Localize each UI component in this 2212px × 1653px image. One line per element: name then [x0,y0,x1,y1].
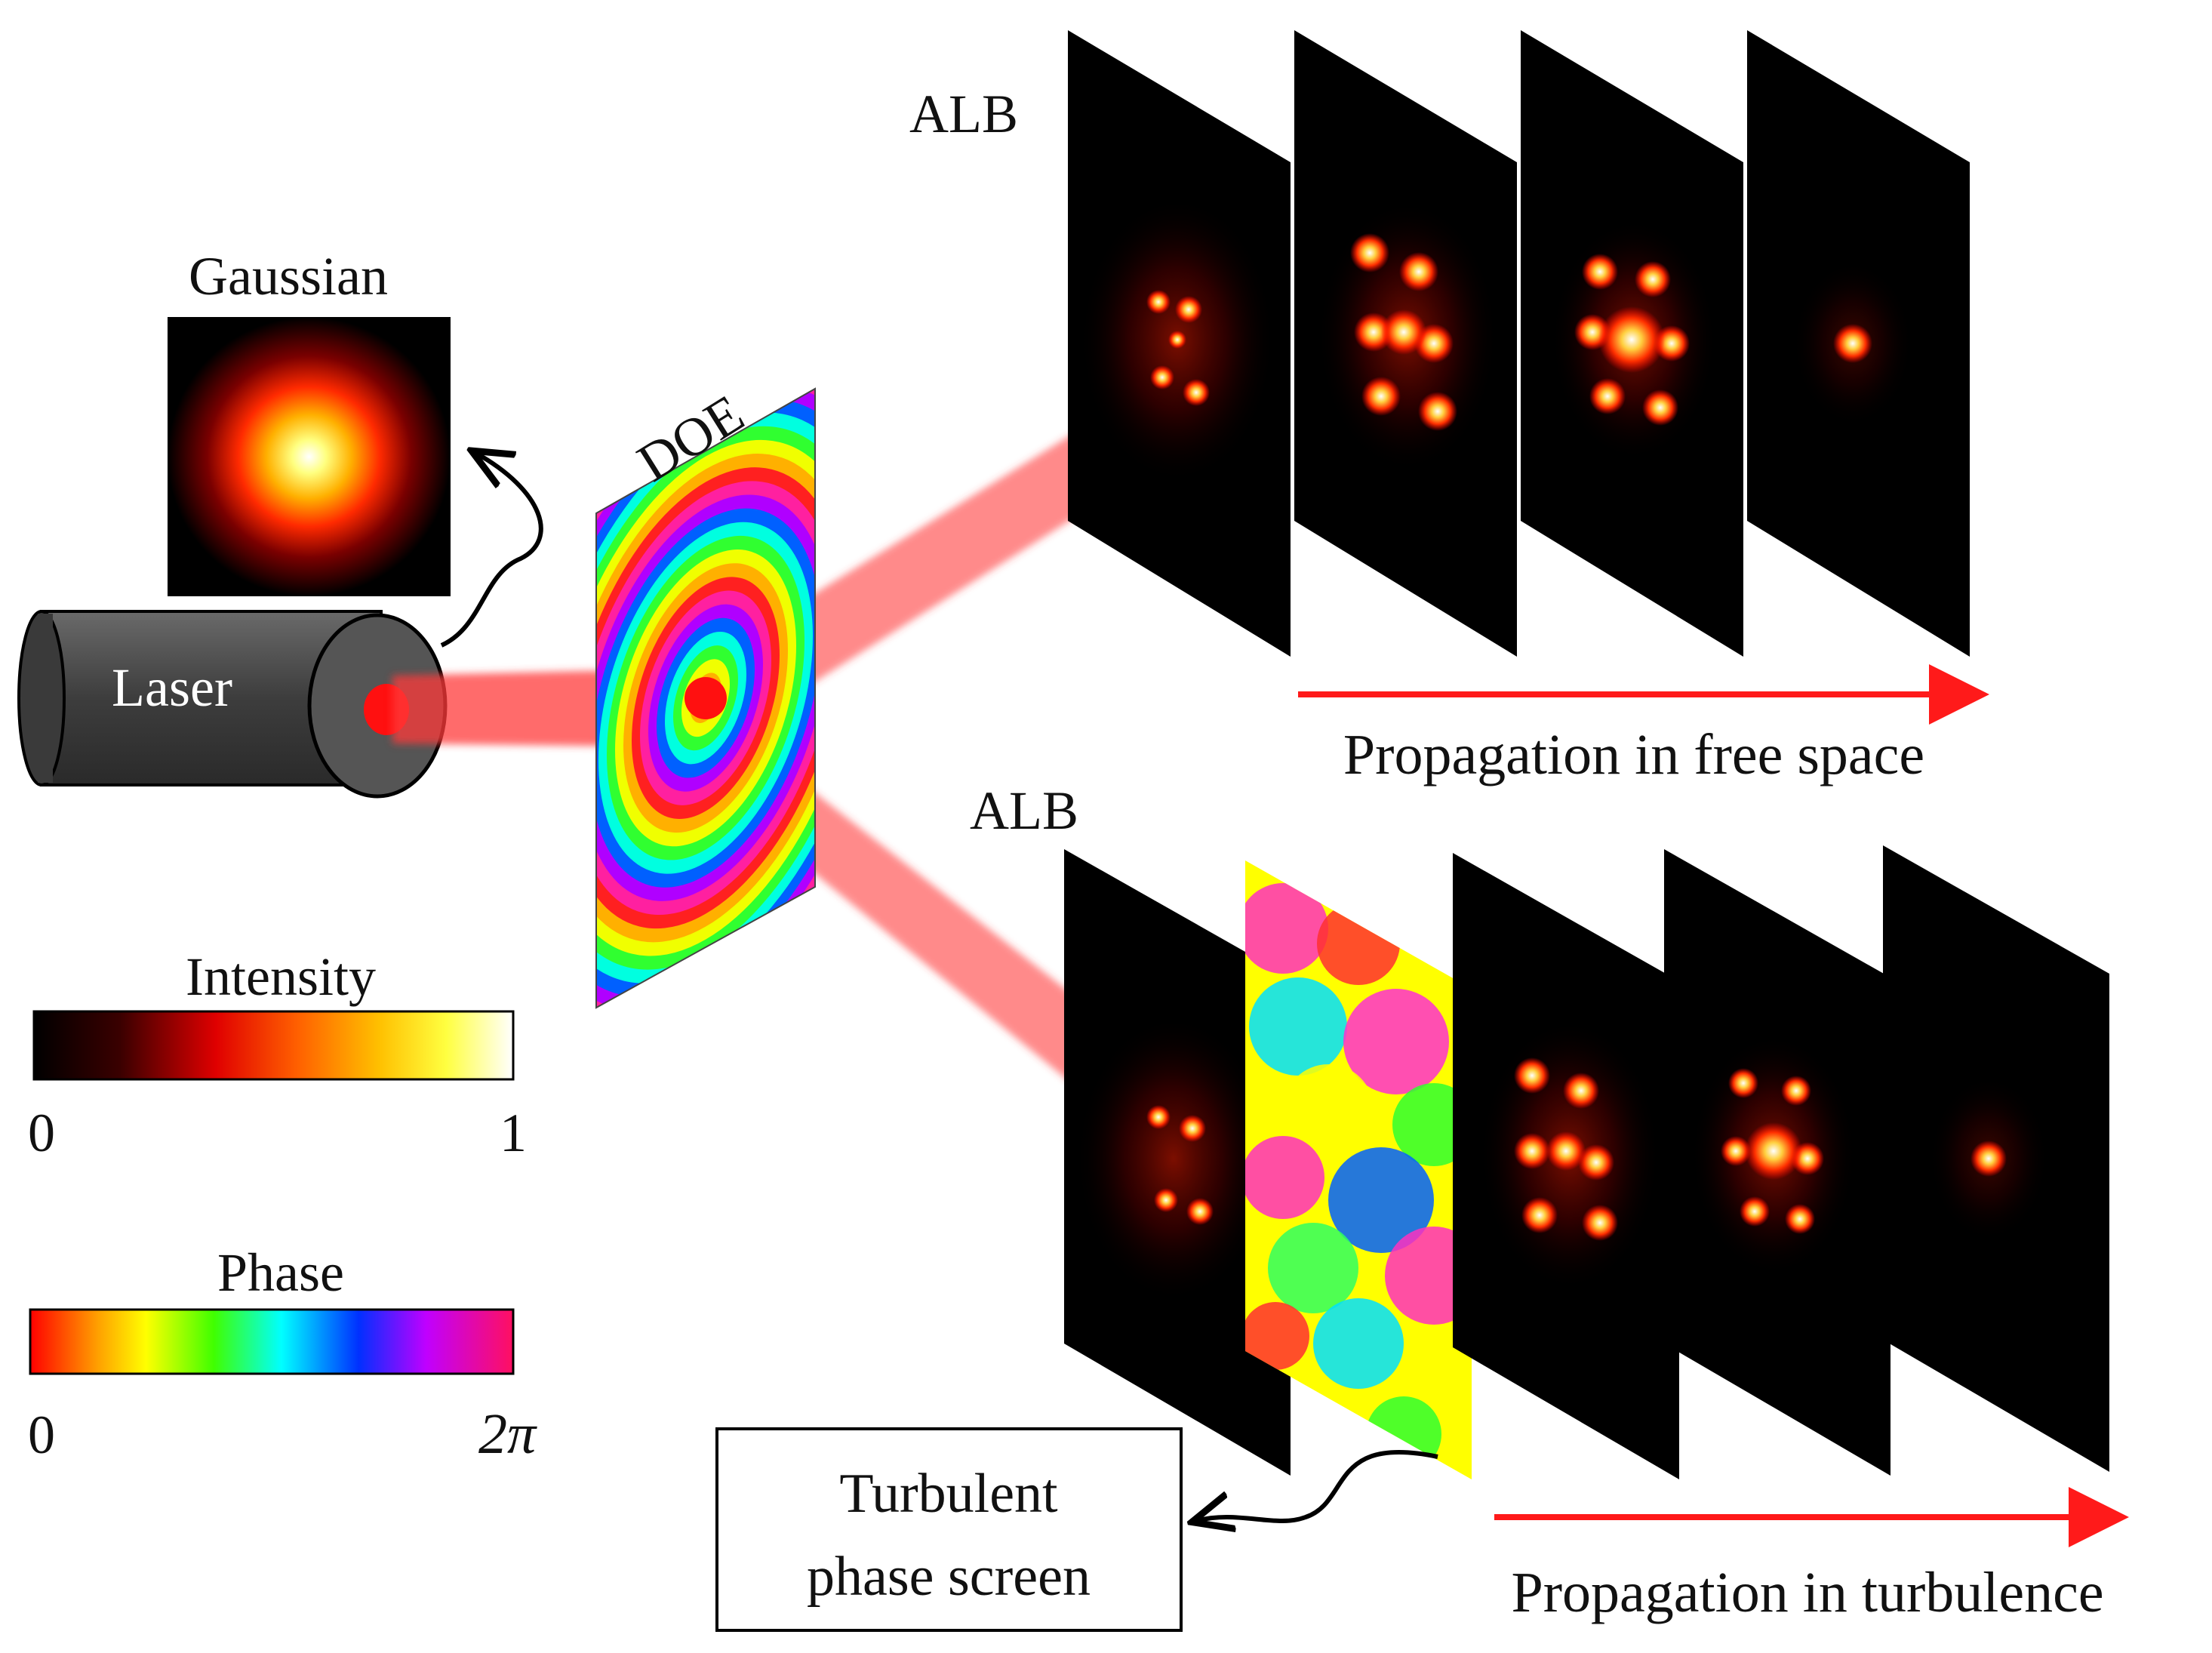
doe-phase-rings [596,389,815,1008]
turbulence-beam [725,740,1147,1117]
turbulence-blob [1245,1302,1309,1370]
intensity-title: Intensity [186,947,376,1007]
gaussian-title: Gaussian [189,246,388,306]
turbulent-screen-line2: phase screen [807,1546,1091,1608]
turbulence-blob [1268,1223,1358,1313]
turbulence-blob [1283,1064,1374,1155]
turb-panel-3 [1664,849,1891,1476]
turbulence-blob [1249,977,1347,1076]
free-panel-3 [1521,30,1743,657]
laser: Laser [17,610,448,799]
free-space-panels: ALB Propaga [909,30,1989,786]
phase-colorbar: Phase 0 2π [28,1242,537,1466]
free-panel-1 [1068,30,1291,657]
phase-gradient [29,1308,515,1375]
turbulence-panels: ALB [970,780,2129,1624]
turbulence-blob [1245,883,1328,974]
turb-panel-2 [1453,853,1679,1479]
free-space-beam [725,411,1147,725]
intensity-min: 0 [28,1103,55,1163]
turbulence-caption: Propagation in turbulence [1511,1561,2103,1624]
intensity-max: 1 [500,1103,527,1163]
turbulence-blob [1313,1298,1404,1389]
turbulent-screen-line1: Turbulent [839,1463,1058,1525]
free-panel-4 [1747,30,1970,657]
turb-panel-1 [1064,849,1291,1476]
turbulent-screen-label: Turbulent phase screen [715,1427,1438,1632]
turb-panel-4 [1883,845,2109,1472]
gaussian-pointer-arrow [440,453,543,648]
phase-max: 2π [478,1402,537,1466]
free-space-caption: Propagation in free space [1343,723,1924,786]
turbulent-screen-box [715,1427,1183,1632]
turbulence-alb-label: ALB [970,780,1078,841]
intensity-gradient [32,1010,515,1081]
doe: DOE [595,383,816,1009]
intensity-colorbar: Intensity 0 1 [28,947,527,1163]
turbulence-blob [1407,1340,1472,1423]
free-space-alb-label: ALB [909,84,1018,144]
turbulence-blob [1245,1136,1324,1219]
turbulence-blob [1343,989,1449,1094]
phase-min: 0 [28,1405,55,1465]
phase-title: Phase [217,1242,344,1303]
gaussian-inset: Gaussian [168,246,543,648]
doe-center [685,677,727,719]
turbulence-blob [1317,902,1400,985]
laser-label: Laser [112,657,232,718]
gaussian-profile [168,317,451,596]
turbulent-screen-pointer [1196,1450,1438,1521]
free-panel-2 [1294,30,1517,657]
turbulence-blob [1366,1396,1441,1472]
turbulence-blob [1328,1147,1434,1253]
